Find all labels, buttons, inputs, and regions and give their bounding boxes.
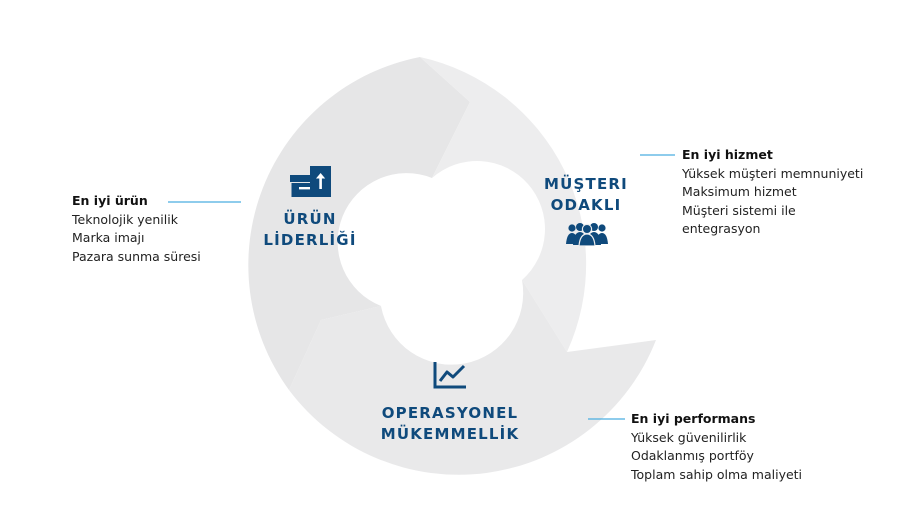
callout-title: En iyi performans bbox=[631, 411, 756, 426]
callout-item: Müşteri sistemi ile bbox=[682, 202, 796, 218]
callout-item: Toplam sahip olma maliyeti bbox=[631, 466, 803, 482]
archive-box-upload-icon bbox=[290, 166, 331, 197]
label-line2: ODAKLI bbox=[550, 196, 622, 214]
callout-title: En iyi hizmet bbox=[682, 147, 773, 162]
callout-item: Marka imajı bbox=[72, 230, 145, 245]
callout-item: Odaklanmış portföy bbox=[631, 448, 754, 463]
label-line1: OPERASYONEL bbox=[381, 404, 519, 422]
label-customer-focus: MÜŞTERI ODAKLI bbox=[528, 174, 644, 216]
segment-product-leadership bbox=[248, 57, 470, 390]
label-line2: MÜKEMMELLİK bbox=[380, 425, 520, 443]
label-operational-excellence: OPERASYONEL MÜKEMMELLİK bbox=[366, 403, 534, 445]
label-line1: ÜRÜN bbox=[283, 210, 337, 228]
callout-item: Pazara sunma süresi bbox=[72, 248, 201, 264]
label-line2: LİDERLİĞİ bbox=[263, 231, 357, 249]
callout-item: Yüksek müşteri memnuniyeti bbox=[682, 165, 864, 181]
callout-item: Yüksek güvenilirlik bbox=[631, 429, 747, 445]
segment-operational-excellence bbox=[289, 280, 656, 475]
people-group-icon bbox=[566, 223, 608, 246]
label-product-leadership: ÜRÜN LİDERLİĞİ bbox=[248, 209, 372, 251]
callout-item: Maksimum hizmet bbox=[682, 184, 797, 199]
callout-product: En iyi ürün Teknolojik yenilik Marka ima… bbox=[72, 192, 201, 266]
callout-operational: En iyi performans Yüksek güvenilirlik Od… bbox=[631, 410, 802, 484]
callout-title: En iyi ürün bbox=[72, 193, 148, 208]
line-chart-icon bbox=[433, 362, 466, 389]
label-line1: MÜŞTERI bbox=[544, 175, 628, 193]
callout-item: entegrasyon bbox=[682, 221, 761, 236]
segment-customer-focus bbox=[420, 57, 587, 352]
callout-item: Teknolojik yenilik bbox=[72, 211, 178, 227]
callout-customer: En iyi hizmet Yüksek müşteri memnuniyeti… bbox=[682, 146, 863, 239]
